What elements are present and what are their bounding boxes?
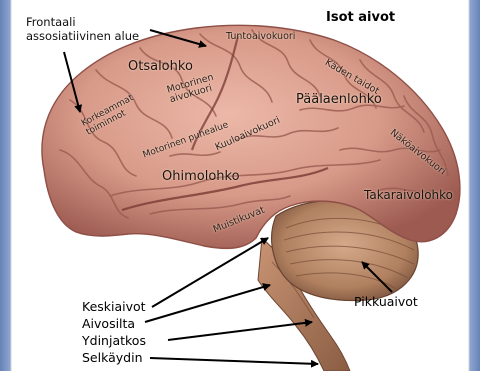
label-takaraivolohko: Takaraivolohko [364, 189, 453, 201]
arrow-aivosilta [145, 285, 270, 322]
arrow-keskiaivot [152, 238, 268, 307]
label-paalaenlohko: Päälaenlohko [296, 93, 382, 106]
label-ohimolohko: Ohimolohko [162, 170, 240, 183]
label-frontal-assoc: Frontaali assosiatiivinen alue [26, 16, 139, 44]
label-aivosilta: Aivosilta [82, 318, 135, 331]
arrow-ydinjatkos [168, 322, 312, 340]
label-tuntoaivokuori: Tuntoaivokuori [226, 32, 295, 42]
label-keskiaivot: Keskiaivot [82, 301, 146, 314]
label-pikkuaivot: Pikkuaivot [354, 296, 418, 309]
label-selkaydin: Selkäydin [82, 352, 143, 365]
arrow-selkaydin [150, 358, 318, 364]
label-otsalohko: Otsalohko [128, 60, 193, 73]
label-isot-aivot: Isot aivot [326, 11, 395, 24]
label-ydinjatkos: Ydinjatkos [82, 335, 146, 348]
